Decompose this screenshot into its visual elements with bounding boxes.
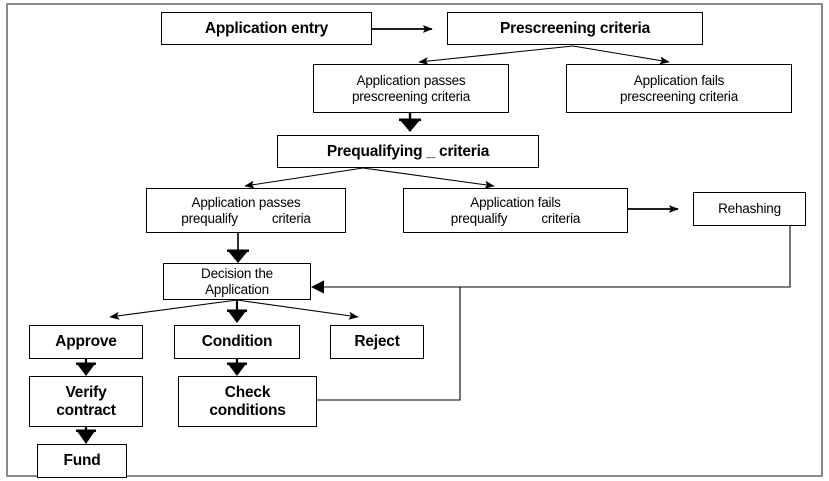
node-application-fails-prescreening[interactable]: Application fails prescreening criteria xyxy=(566,64,792,113)
node-application-passes-prescreening[interactable]: Application passes prescreening criteria xyxy=(313,64,509,113)
node-prequalifying-criteria-label: Prequalifying _ criteria xyxy=(326,142,490,160)
node-application-fails-prequalify[interactable]: Application fails prequalify criteria xyxy=(403,188,628,233)
node-condition-label: Condition xyxy=(201,333,273,351)
node-application-passes-prequalify-line1: Application passes xyxy=(191,195,301,211)
node-condition[interactable]: Condition xyxy=(174,325,300,359)
node-rehashing[interactable]: Rehashing xyxy=(693,192,806,226)
node-check-conditions-line2: conditions xyxy=(209,401,286,419)
node-fund-label: Fund xyxy=(63,452,101,470)
node-verify-contract-line1: Verify xyxy=(65,384,107,402)
node-decision-the-application-line2: Application xyxy=(205,281,269,297)
node-application-fails-prequalify-line1: Application fails xyxy=(470,195,561,211)
node-check-conditions-line1: Check xyxy=(224,384,271,402)
node-application-entry[interactable]: Application entry xyxy=(161,12,372,45)
node-application-fails-prequalify-line2b: criteria xyxy=(541,210,581,226)
node-approve[interactable]: Approve xyxy=(29,325,143,359)
node-application-passes-prequalify-line2b: criteria xyxy=(271,210,311,226)
node-reject-label: Reject xyxy=(354,333,400,351)
node-verify-contract-line2: contract xyxy=(56,401,116,419)
node-verify-contract[interactable]: Verify contract xyxy=(29,376,143,427)
node-application-passes-prescreening-line1: Application passes xyxy=(356,73,466,89)
node-fund[interactable]: Fund xyxy=(37,444,127,478)
node-application-fails-prequalify-line2a: prequalify xyxy=(450,210,508,226)
node-check-conditions[interactable]: Check conditions xyxy=(178,376,317,427)
node-decision-the-application-line1: Decision the xyxy=(201,266,273,282)
node-application-fails-prescreening-line2: prescreening criteria xyxy=(619,88,739,104)
node-rehashing-label: Rehashing xyxy=(718,201,781,217)
node-prescreening-criteria[interactable]: Prescreening criteria xyxy=(447,12,703,45)
node-prescreening-criteria-label: Prescreening criteria xyxy=(499,19,651,37)
node-application-passes-prescreening-line2: prescreening criteria xyxy=(351,88,471,104)
node-decision-the-application[interactable]: Decision the Application xyxy=(163,263,311,300)
node-application-passes-prequalify[interactable]: Application passes prequalify criteria xyxy=(146,188,346,233)
node-approve-label: Approve xyxy=(55,333,117,351)
node-application-entry-label: Application entry xyxy=(204,19,329,37)
node-application-passes-prequalify-line2a: prequalify xyxy=(181,210,238,226)
node-application-fails-prescreening-line1: Application fails xyxy=(633,73,725,89)
node-prequalifying-criteria[interactable]: Prequalifying _ criteria xyxy=(277,135,539,168)
node-reject[interactable]: Reject xyxy=(330,325,424,359)
